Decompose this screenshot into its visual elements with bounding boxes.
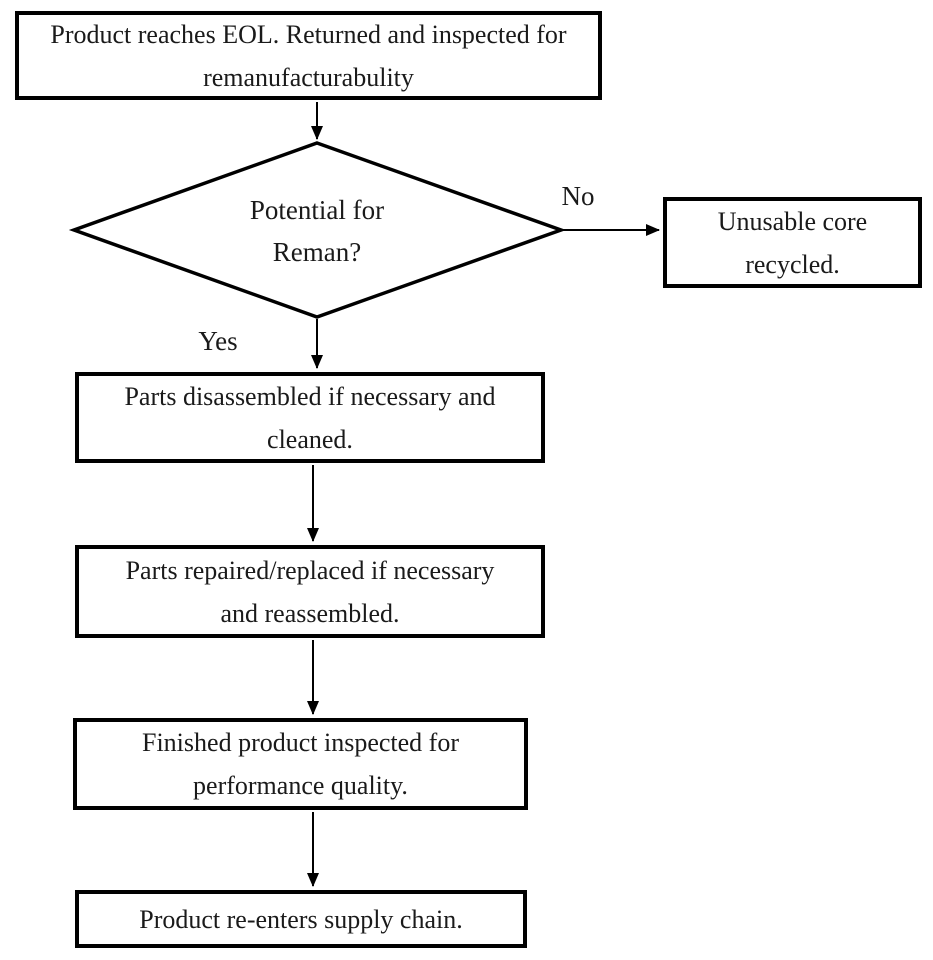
disassemble-node: Parts disassembled if necessary and clea… xyxy=(75,372,545,463)
reenter-node: Product re-enters supply chain. xyxy=(75,890,527,948)
unusable-core-text-line1: Unusable core xyxy=(717,206,868,236)
edge-label-no: No xyxy=(561,181,595,211)
inspect-text-line1: Finished product inspected for xyxy=(142,728,459,757)
start-node: Product reaches EOL. Returned and inspec… xyxy=(15,11,602,100)
edge-label-yes: Yes xyxy=(198,326,238,356)
repair-text-line2: and reassembled. xyxy=(220,598,400,628)
unusable-core-node: Unusable core recycled. xyxy=(663,197,922,288)
inspect-text-line2: performance quality. xyxy=(193,771,408,800)
repair-node: Parts repaired/replaced if necessary and… xyxy=(75,545,545,638)
decision-node-label: Potential for Reman? xyxy=(117,160,517,302)
inspect-node: Finished product inspected for performan… xyxy=(73,718,528,810)
decision-diamond-shape xyxy=(68,141,567,319)
unusable-core-text-line2: recycled. xyxy=(745,249,840,279)
reenter-text-line1: Product re-enters supply chain. xyxy=(139,904,463,934)
disassemble-text-line2: cleaned. xyxy=(267,424,353,454)
disassemble-text-line1: Parts disassembled if necessary and xyxy=(124,381,496,411)
decision-text-line2: Reman? xyxy=(272,237,362,267)
start-node-text-line2: remanufacturabulity xyxy=(203,62,414,92)
start-node-text-line1: Product reaches EOL. Returned and inspec… xyxy=(50,19,567,49)
decision-text-line1: Potential for xyxy=(249,195,385,225)
repair-text-line1: Parts repaired/replaced if necessary xyxy=(125,555,495,585)
